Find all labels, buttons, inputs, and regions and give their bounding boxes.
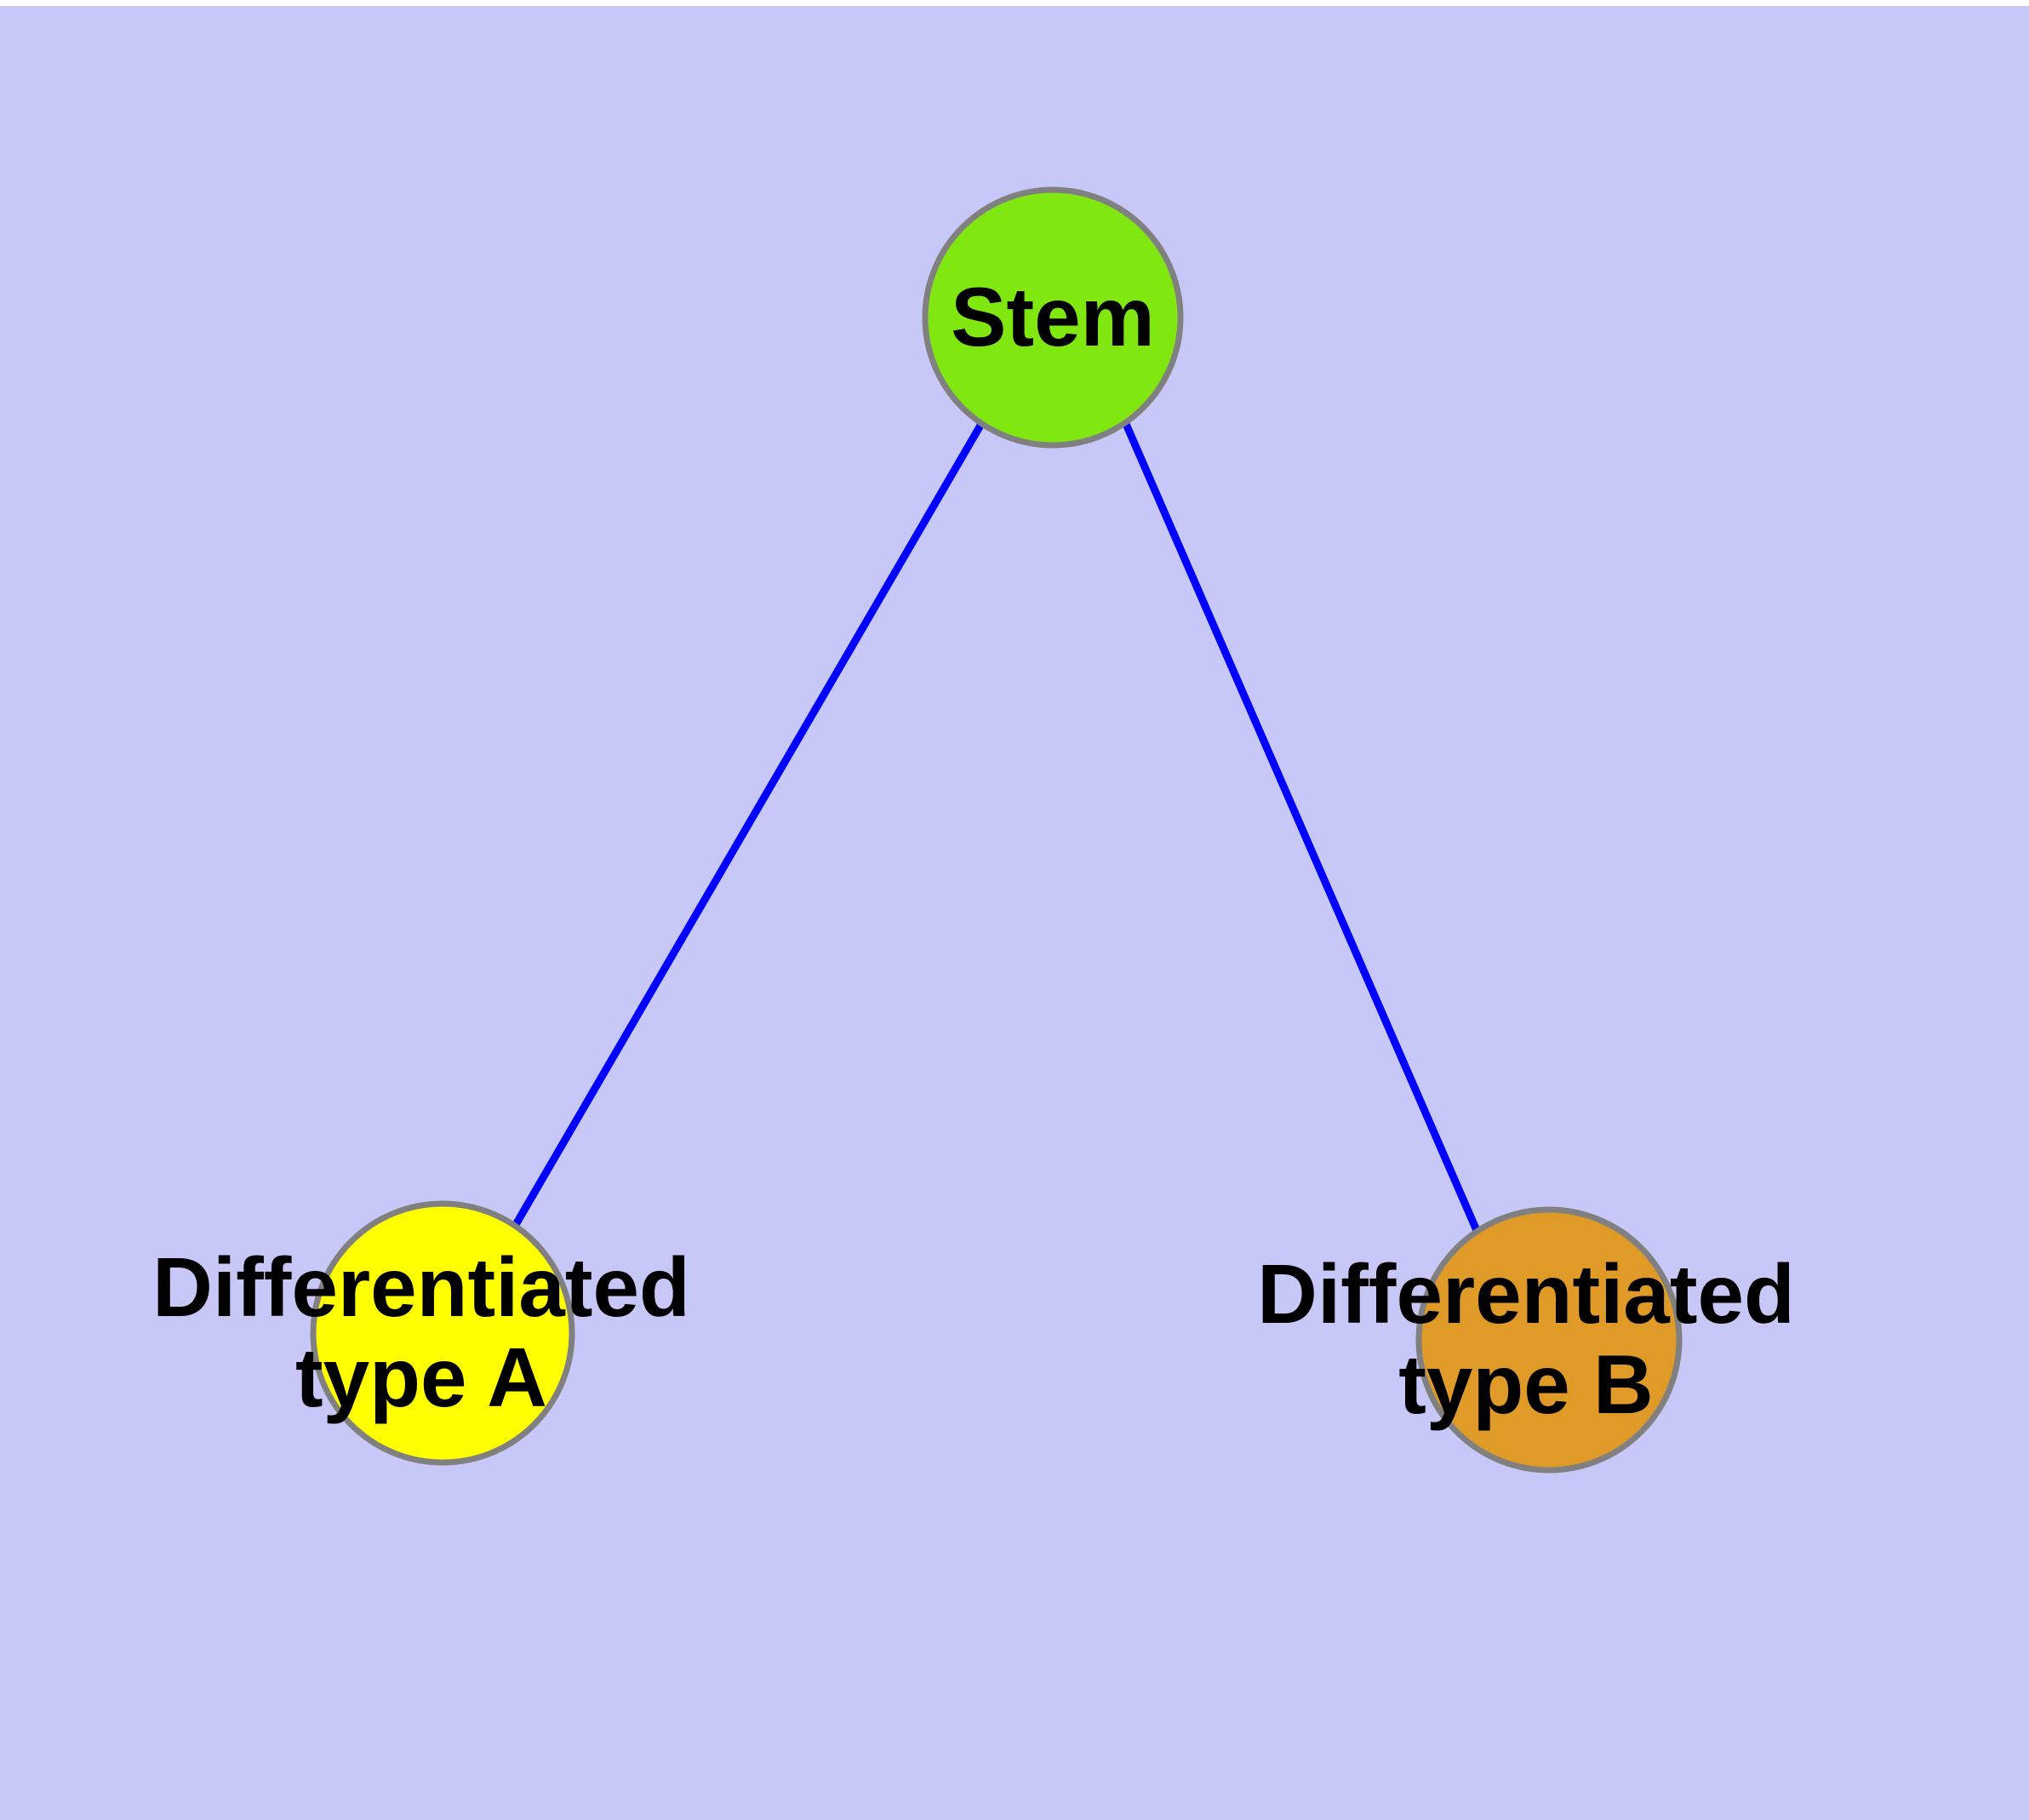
graph-node-stem[interactable] <box>922 186 1184 449</box>
graph-edge[interactable] <box>1122 422 1483 1236</box>
graph-edge[interactable] <box>511 421 985 1230</box>
edge-layer <box>511 421 1483 1236</box>
graph-node-diff_a[interactable] <box>310 1200 575 1466</box>
node-layer <box>310 186 1683 1474</box>
graph-node-diff_b[interactable] <box>1415 1206 1683 1474</box>
graph-svg <box>0 6 2029 1820</box>
